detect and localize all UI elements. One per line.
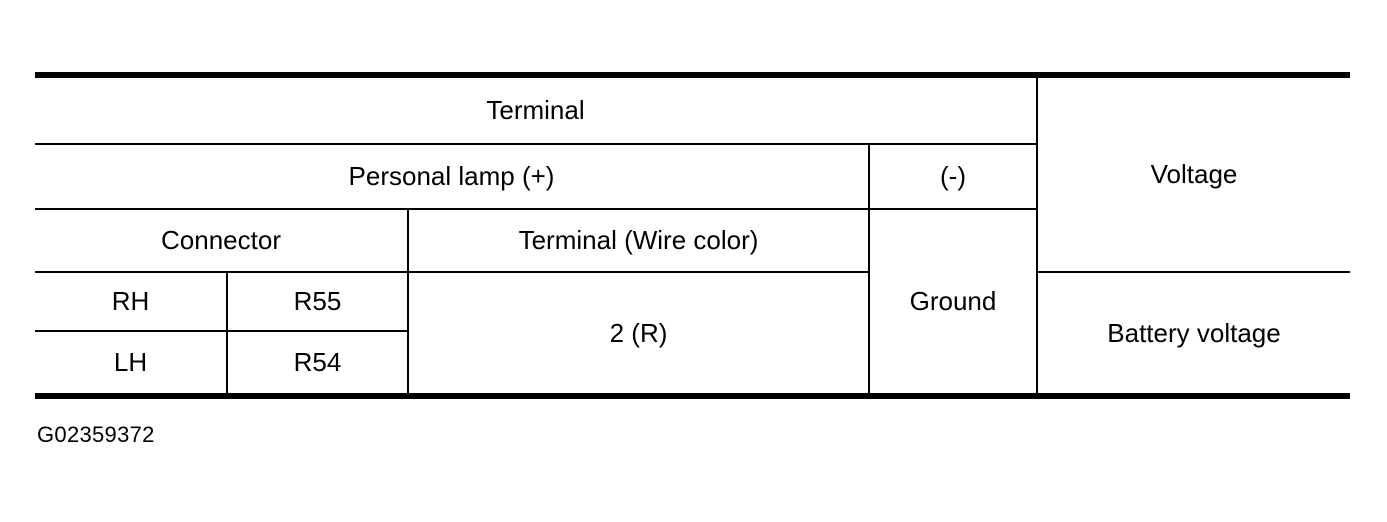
cell-battery-voltage: Battery voltage <box>1036 271 1350 396</box>
header-terminal: Terminal <box>35 72 1037 144</box>
figure-caption: G02359372 <box>37 422 155 447</box>
table-row: RH R55 2 (R) Battery voltage <box>35 271 1350 396</box>
header-voltage: Voltage <box>1036 72 1350 272</box>
header-negative: (-) <box>868 143 1037 209</box>
cell-side-rh: RH <box>35 271 227 331</box>
table-row: Terminal Voltage <box>35 72 1350 272</box>
table-row: Connector Terminal (Wire color) Ground <box>35 208 1350 396</box>
header-connector: Connector <box>35 208 408 272</box>
cell-ground: Ground <box>868 208 1037 396</box>
table-row: Personal lamp (+) (-) <box>35 143 1350 209</box>
bottom-rule-seg-2 <box>226 393 408 402</box>
table-bottom-rule <box>35 393 1350 402</box>
header-terminal-wire-color: Terminal (Wire color) <box>407 208 869 272</box>
cell-connector-r54: R54 <box>226 330 408 396</box>
cell-terminal-wire-value: 2 (R) <box>407 271 869 396</box>
terminal-voltage-table: Terminal Voltage Personal lamp (+) (-) C… <box>35 72 1350 402</box>
bottom-rule-seg-1 <box>35 393 227 402</box>
bottom-rule-seg-5 <box>1036 393 1350 402</box>
header-personal-lamp-positive: Personal lamp (+) <box>35 143 869 209</box>
cell-side-lh: LH <box>35 330 227 396</box>
cell-connector-r55: R55 <box>226 271 408 331</box>
terminal-voltage-table-wrapper: Terminal Voltage Personal lamp (+) (-) C… <box>35 72 1350 402</box>
table-row: LH R54 <box>35 330 1350 396</box>
bottom-rule-seg-4 <box>868 393 1037 402</box>
bottom-rule-seg-3 <box>407 393 869 402</box>
